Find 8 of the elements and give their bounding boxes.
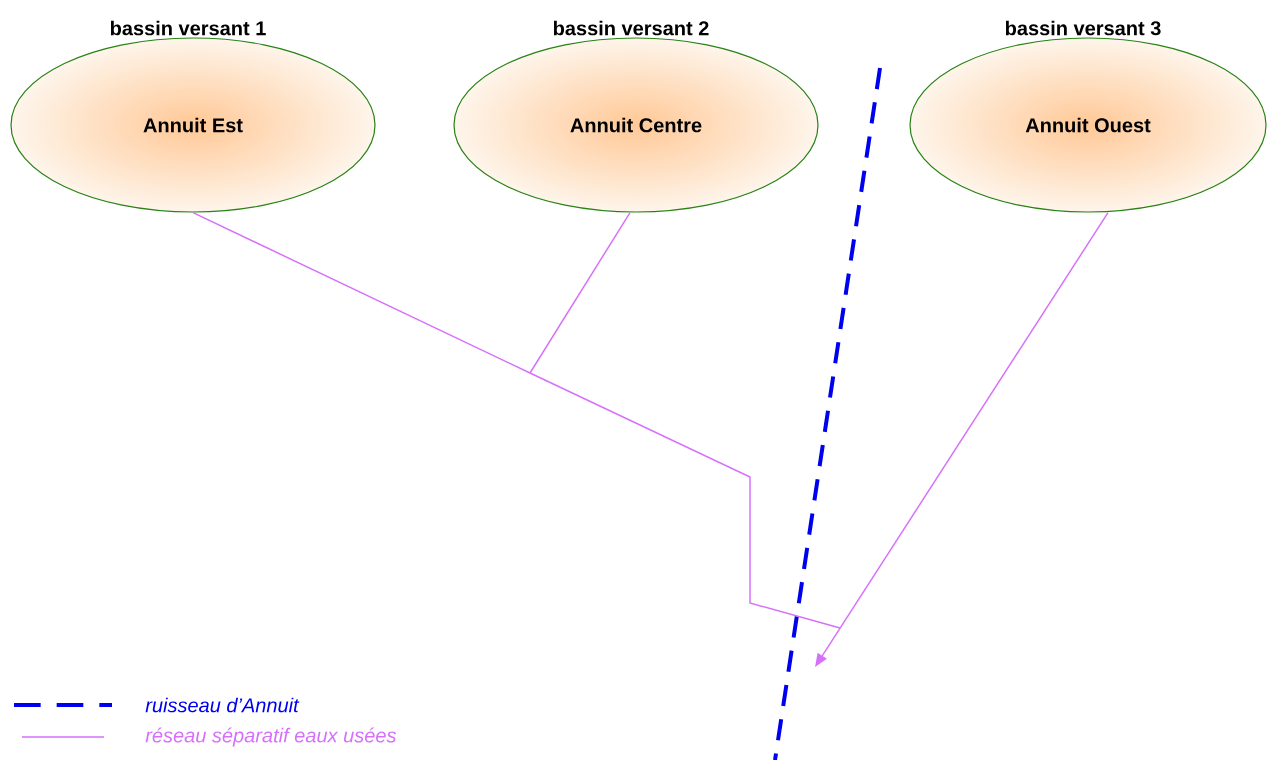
catchment-heading: bassin versant 3 [1005,20,1161,36]
pipe-line [815,211,1109,667]
legend-label: réseau séparatif eaux usées [145,727,397,747]
pipe-line [529,211,631,374]
legend-label: ruisseau d’Annuit [145,697,300,713]
pipe-line [192,211,841,629]
catchment-heading: bassin versant 1 [110,20,266,36]
catchment-heading: bassin versant 2 [553,20,709,36]
